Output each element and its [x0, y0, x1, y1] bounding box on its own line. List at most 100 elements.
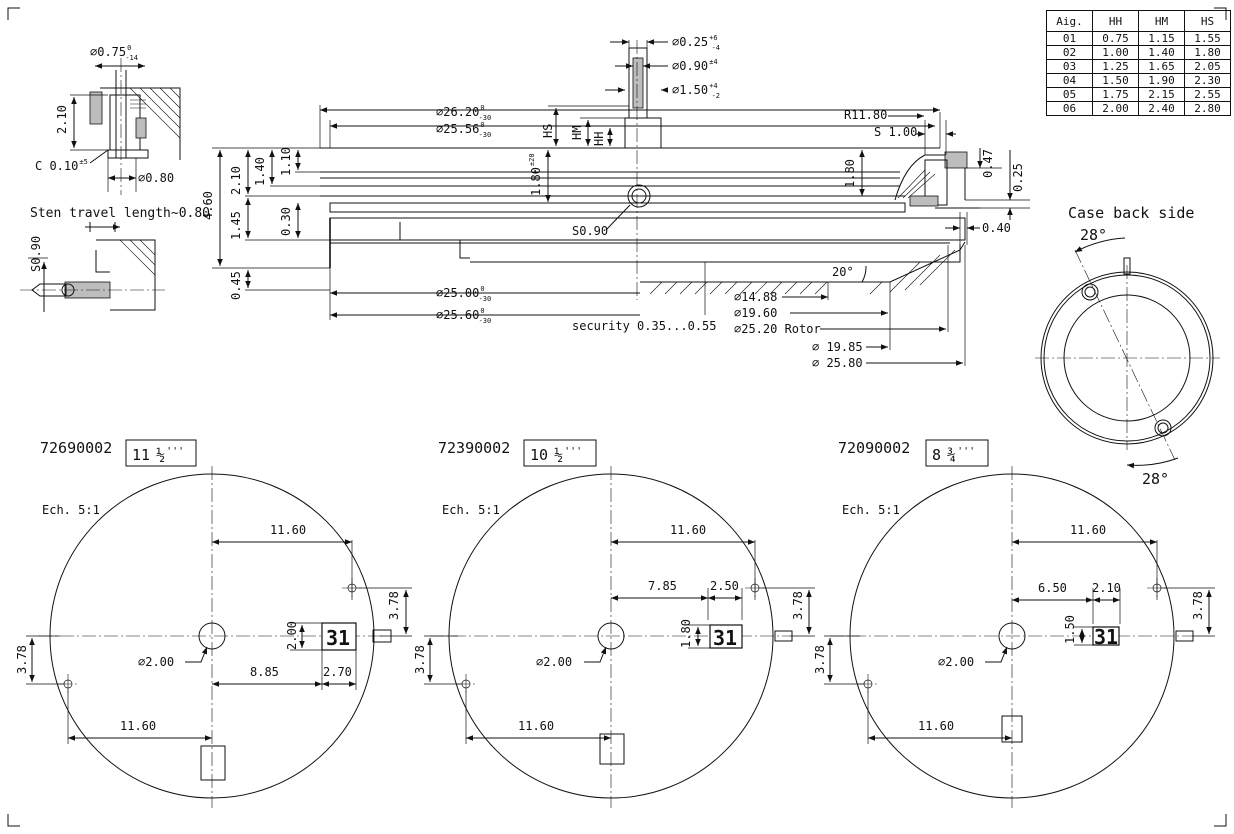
ball-bearing-circle: [627, 184, 651, 208]
svg-text:⌀0.25+6-4: ⌀0.25+6 -4: [672, 34, 720, 52]
sheet-corner-marks: [7, 7, 1227, 827]
d1985-label: ⌀ 19.85: [812, 340, 863, 354]
v180a-label: 1.80: [529, 167, 543, 196]
detail-h210: 2.10: [55, 105, 69, 134]
v210-label: 2.10: [229, 166, 243, 195]
dim-left-378: 3.78: [413, 645, 427, 674]
center-dia-label: ⌀2.00: [938, 655, 974, 669]
d090-label: ⌀0.90: [672, 59, 708, 73]
dim-bottom-1160: 11.60: [120, 719, 156, 733]
dim-bottom-1160: 11.60: [918, 719, 954, 733]
dim-left-378: 3.78: [15, 645, 29, 674]
caseback-title: Case back side: [1068, 204, 1194, 222]
r1180-label: R11.80: [844, 108, 887, 122]
v140-label: 1.40: [253, 157, 267, 186]
d2500-tol: -30: [479, 295, 492, 303]
d150-tol: +4: [709, 82, 717, 90]
d1960-label: ⌀19.60: [734, 306, 777, 320]
dim-left-378: 3.78: [813, 645, 827, 674]
hh-label: HH: [592, 132, 606, 146]
caliber-size-unit: ''': [957, 446, 975, 457]
svg-text:C 0.10±5: C 0.10±5: [35, 158, 88, 173]
caliber-scale: Ech. 5:1: [42, 503, 100, 517]
caliber-code: 72690002: [40, 439, 112, 457]
dim-785: 7.85: [648, 579, 677, 593]
table-cell: 04: [1046, 73, 1093, 88]
date-number: 31: [326, 626, 350, 650]
caliber-scale: Ech. 5:1: [842, 503, 900, 517]
d025-tol: -4: [712, 44, 720, 52]
d150-label: ⌀1.50: [672, 83, 708, 97]
svg-text:⌀0.90±4: ⌀0.90±4: [672, 58, 718, 73]
detail-bushing: [89, 91, 103, 125]
dim-window-150: 1.50: [1063, 615, 1077, 644]
dim-window-180: 1.80: [679, 619, 693, 648]
detail-c010-tol: ±5: [79, 158, 87, 166]
svg-text:⌀25.600-30: ⌀25.600-30: [436, 307, 491, 325]
table-cell: 2.05: [1184, 59, 1231, 74]
dim-250: 2.50: [710, 579, 739, 593]
v180b-label: 1.80: [843, 159, 857, 188]
s100-label: S 1.00: [874, 125, 917, 139]
case-back-view: Case back side 28° 28°: [1035, 204, 1220, 488]
svg-text:10½''': 10½''': [530, 446, 582, 464]
d2580-label: ⌀ 25.80: [812, 356, 863, 370]
dim-right-378: 3.78: [387, 591, 401, 620]
d1488-label: ⌀14.88: [734, 290, 777, 304]
date-number: 31: [713, 626, 737, 650]
dim-window-200: 2.00: [285, 621, 299, 650]
d2556-label: ⌀25.56: [436, 122, 479, 136]
caliber-code: 72390002: [438, 439, 510, 457]
dim-650: 6.50: [1038, 581, 1067, 595]
svg-text:⌀26.200-30: ⌀26.200-30: [436, 104, 491, 122]
table-cell: 2.40: [1138, 101, 1185, 116]
table-cell: 2.80: [1184, 101, 1231, 116]
v045-label: 0.45: [229, 271, 243, 300]
d2560-tol: -30: [479, 317, 492, 325]
v040-label: 0.40: [982, 221, 1011, 235]
caliber-size-frac: ½: [554, 446, 563, 464]
security-label: security 0.35...0.55: [572, 319, 717, 333]
d025-tol: +6: [709, 34, 717, 42]
angle20-label: 20°: [832, 265, 854, 279]
dim-top-1160: 11.60: [670, 523, 706, 537]
v110-label: 1.10: [279, 147, 293, 176]
dim-bottom-1160: 11.60: [518, 719, 554, 733]
d2520-label: ⌀25.20 Rotor: [734, 322, 821, 336]
table-cell: 2.00: [1092, 101, 1139, 116]
caliber-code: 72090002: [838, 439, 910, 457]
d090-tol: ±4: [709, 58, 717, 66]
dim-top-1160: 11.60: [1070, 523, 1106, 537]
stem-s090: S0.90: [29, 236, 43, 272]
svg-text:⌀25.560-30: ⌀25.560-30: [436, 121, 491, 139]
hand-tube-detail: ⌀0.750-14 2.10 C 0.10±5 ⌀0.80: [35, 44, 181, 195]
center-dia-label: ⌀2.00: [138, 655, 174, 669]
d2500-label: ⌀25.00: [436, 286, 479, 300]
v180a-tol: ±20: [528, 153, 536, 166]
dim-right-378: 3.78: [791, 591, 805, 620]
d2560-tol: 0: [480, 307, 484, 315]
detail-d075-tol: 0: [127, 44, 131, 52]
dim-270: 2.70: [323, 665, 352, 679]
detail-d075: ⌀0.75: [90, 45, 126, 59]
table-cell: 05: [1046, 87, 1093, 102]
svg-text:1.80±20: 1.80±20: [528, 153, 543, 196]
detail-d080: ⌀0.80: [138, 171, 174, 185]
table-cell: 06: [1046, 101, 1093, 116]
caseback-angle-bottom: 28°: [1142, 470, 1169, 488]
stem-detail: Sten travel length~0.80 S0.90: [20, 206, 210, 312]
d025-label: ⌀0.25: [672, 35, 708, 49]
svg-text:⌀0.750-14: ⌀0.750-14: [90, 44, 138, 62]
date-window: [1092, 626, 1120, 646]
caliber-scale: Ech. 5:1: [442, 503, 500, 517]
v030-label: 0.30: [279, 207, 293, 236]
table-cell: 01: [1046, 31, 1093, 46]
